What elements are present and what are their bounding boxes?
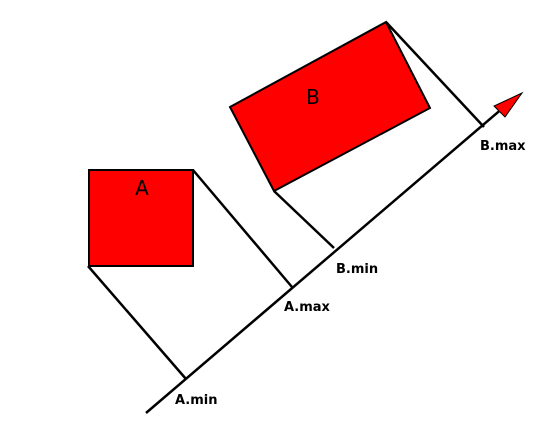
axis-label-a-max: A.max	[284, 300, 331, 315]
axis-label-b-max: B.max	[480, 139, 526, 154]
axis-label-a-min: A.min	[175, 393, 218, 408]
shape-a-label: A	[135, 176, 149, 200]
axis-arrowhead	[493, 91, 524, 118]
projection-line-b-min	[273, 190, 335, 249]
shape-b-label: B	[306, 85, 320, 109]
projection-line-a-max	[192, 169, 293, 288]
projection-axis	[145, 100, 512, 414]
shape-a	[88, 169, 194, 267]
shape-b	[228, 20, 432, 193]
projection-line-a-min	[87, 265, 187, 380]
projection-line-b-max	[385, 21, 485, 128]
axis-label-b-min: B.min	[336, 262, 378, 277]
